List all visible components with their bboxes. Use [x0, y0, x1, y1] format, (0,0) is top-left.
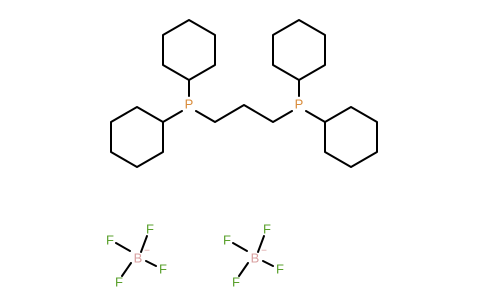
- fluorine-atom-left-2: F: [146, 222, 154, 237]
- bond-b-f-right-4: [238, 262, 249, 277]
- cyclohexyl-ring-bottom-right: [324, 106, 378, 168]
- bond-ring-to-p-left-bottom: [162, 110, 183, 123]
- fluorine-atom-right-2: F: [263, 222, 271, 237]
- phosphorus-atom-right: P: [295, 97, 304, 112]
- fluorine-atom-right-4: F: [232, 275, 240, 290]
- bond-b-f-left-1: [115, 242, 131, 252]
- tetrafluoroborate-anion-left: B − F F F F: [106, 222, 167, 290]
- tetrafluoroborate-anion-right: B − F F F F: [223, 222, 284, 290]
- boron-atom-right: B: [251, 251, 260, 266]
- bond-b-f-right-1: [232, 242, 248, 252]
- fluorine-atom-left-3: F: [159, 262, 167, 277]
- bond-b-f-left-2: [140, 235, 148, 253]
- bond-ring-to-p-right-bottom: [305, 110, 326, 123]
- cyclohexyl-ring-bottom-left: [110, 106, 164, 168]
- fluorine-atom-left-4: F: [115, 275, 123, 290]
- fluorine-atom-left-1: F: [106, 233, 114, 248]
- fluorine-atom-right-1: F: [223, 233, 231, 248]
- cyclohexyl-ring-top-left: [162, 19, 216, 81]
- phosphorus-atom-left: P: [185, 97, 194, 112]
- boron-charge-right: −: [261, 246, 267, 257]
- cyclohexyl-ring-top-right: [272, 19, 326, 81]
- propane-linker-chain: [195, 104, 293, 123]
- boron-charge-left: −: [144, 246, 150, 257]
- bond-b-f-left-3: [145, 260, 157, 267]
- fluorine-atom-right-3: F: [276, 262, 284, 277]
- bond-b-f-right-2: [257, 235, 265, 253]
- bond-b-f-left-4: [121, 262, 132, 277]
- boron-atom-left: B: [134, 251, 143, 266]
- diphosphine-structure: P P: [110, 19, 378, 168]
- bond-b-f-right-3: [262, 260, 274, 267]
